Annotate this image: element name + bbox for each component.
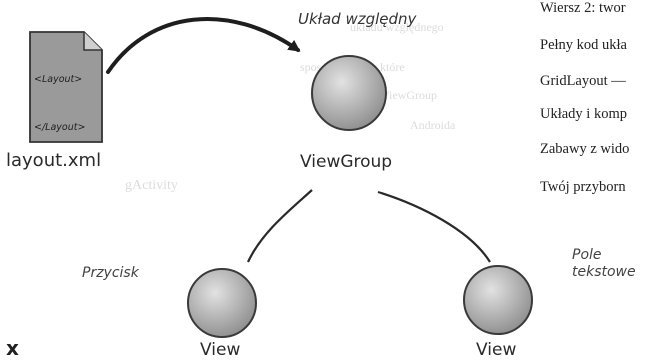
toc-entry: Wiersz 2: twor — [540, 0, 626, 17]
button-annotation: Przycisk — [82, 265, 139, 281]
viewgroup-label: ViewGroup — [300, 152, 392, 172]
view-label-right: View — [476, 340, 516, 360]
toc-entry: Zabawy z wido — [540, 141, 629, 158]
table-of-contents: Wiersz 2: twor Pełny kod ukła GridLayout… — [540, 0, 659, 210]
close-icon[interactable]: x — [6, 336, 19, 360]
viewgroup-node — [312, 56, 386, 130]
curved-arrow — [108, 19, 298, 72]
xml-close-tag: </Layout> — [34, 122, 85, 133]
toc-entry: Twój przyborn — [540, 179, 626, 196]
relative-layout-label: Układ względny — [298, 10, 416, 28]
toc-entry: Układy i komp — [540, 106, 627, 123]
view-node-right — [464, 266, 532, 334]
text-field-annotation-line1: Pole — [572, 247, 602, 264]
toc-entry: Pełny kod ukła — [540, 37, 627, 54]
connector-line-right — [378, 192, 490, 262]
xml-open-tag: <Layout> — [34, 74, 82, 85]
file-name-label: layout.xml — [6, 150, 101, 171]
view-label-left: View — [200, 340, 240, 360]
connector-line-left — [248, 190, 312, 262]
text-field-annotation-line2: tekstowe — [572, 264, 636, 281]
view-node-left — [188, 269, 256, 337]
toc-entry: GridLayout — — [540, 73, 626, 90]
